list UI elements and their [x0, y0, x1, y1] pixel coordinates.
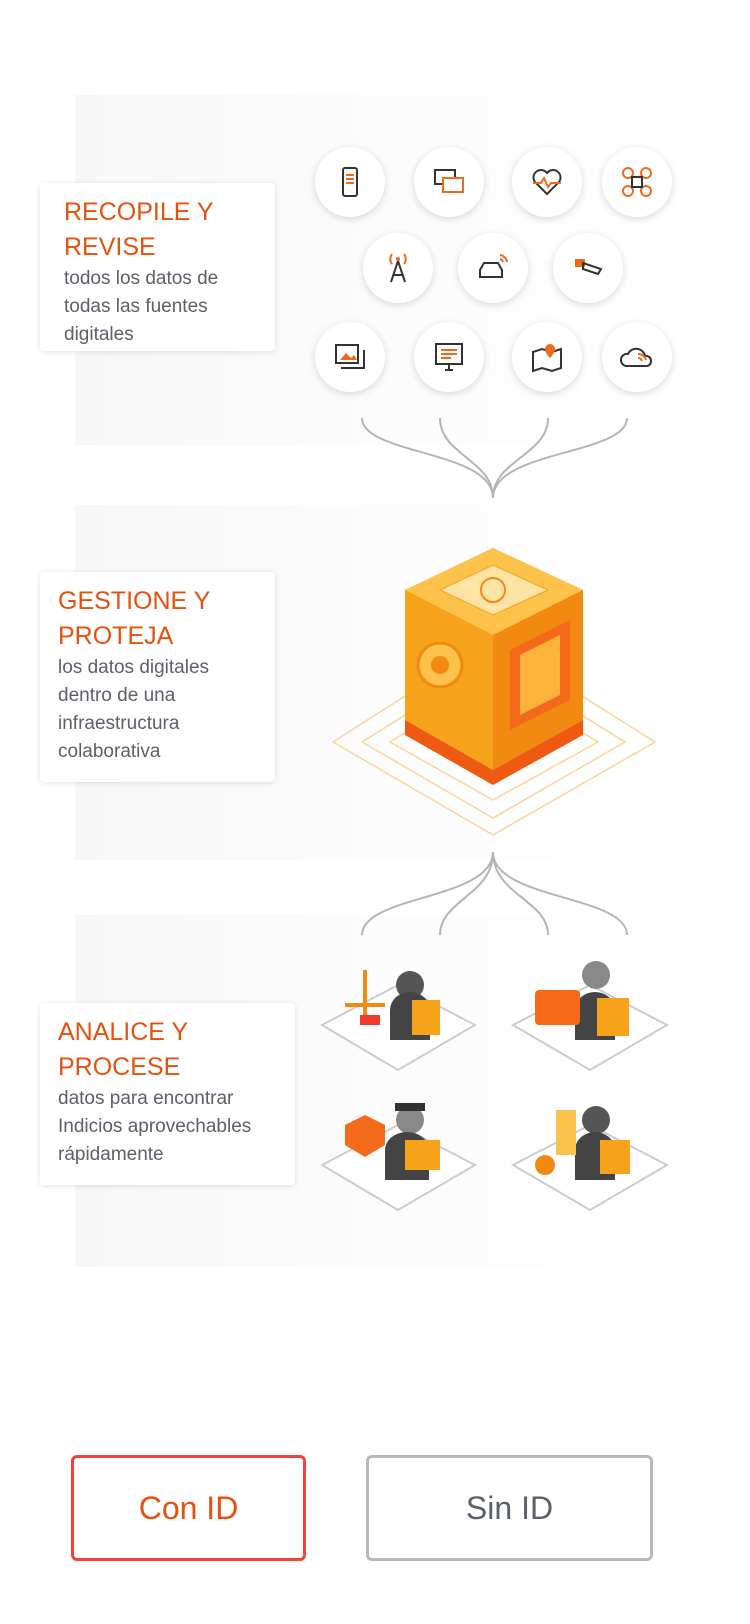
- smartphone-icon: [315, 147, 385, 217]
- legal-analyst-tile: [319, 970, 478, 1072]
- manage-description: los datos digitales dentro de una infrae…: [58, 657, 210, 762]
- analyze-description: datos para encontrar Indicios aprovechab…: [58, 1088, 252, 1165]
- cctv-camera-icon: [553, 233, 623, 303]
- analyze-title-2: PROCESE: [58, 1053, 181, 1081]
- forensic-examiner-tile: [510, 961, 670, 1072]
- drone-icon: [602, 147, 672, 217]
- collect-title-2: REVISE: [64, 233, 156, 261]
- manage-title-1: GESTIONE Y: [58, 587, 211, 615]
- cell-tower-icon: [363, 233, 433, 303]
- sin-id-button[interactable]: Sin ID: [366, 1455, 653, 1561]
- cloud-icon: [602, 322, 672, 392]
- con-id-button[interactable]: Con ID: [71, 1455, 306, 1561]
- analyze-card: ANALICE Y PROCESE datos para encontrar I…: [40, 1003, 295, 1185]
- manage-card: GESTIONE Y PROTEJA los datos digitales d…: [40, 572, 275, 782]
- police-officer-tile: [319, 1103, 478, 1212]
- collect-title-1: RECOPILE Y: [64, 198, 214, 226]
- lab-investigator-tile: [510, 1106, 670, 1212]
- collect-description: todos los datos de todas las fuentes dig…: [64, 268, 219, 345]
- computer-icon: [414, 322, 484, 392]
- images-icon: [315, 322, 385, 392]
- analyze-title-1: ANALICE Y: [58, 1018, 189, 1046]
- chat-icon: [414, 147, 484, 217]
- heart-rate-icon: [512, 147, 582, 217]
- connected-car-icon: [458, 233, 528, 303]
- collect-card: RECOPILE Y REVISE todos los datos de tod…: [40, 183, 275, 351]
- manage-title-2: PROTEJA: [58, 622, 174, 650]
- map-location-icon: [512, 322, 582, 392]
